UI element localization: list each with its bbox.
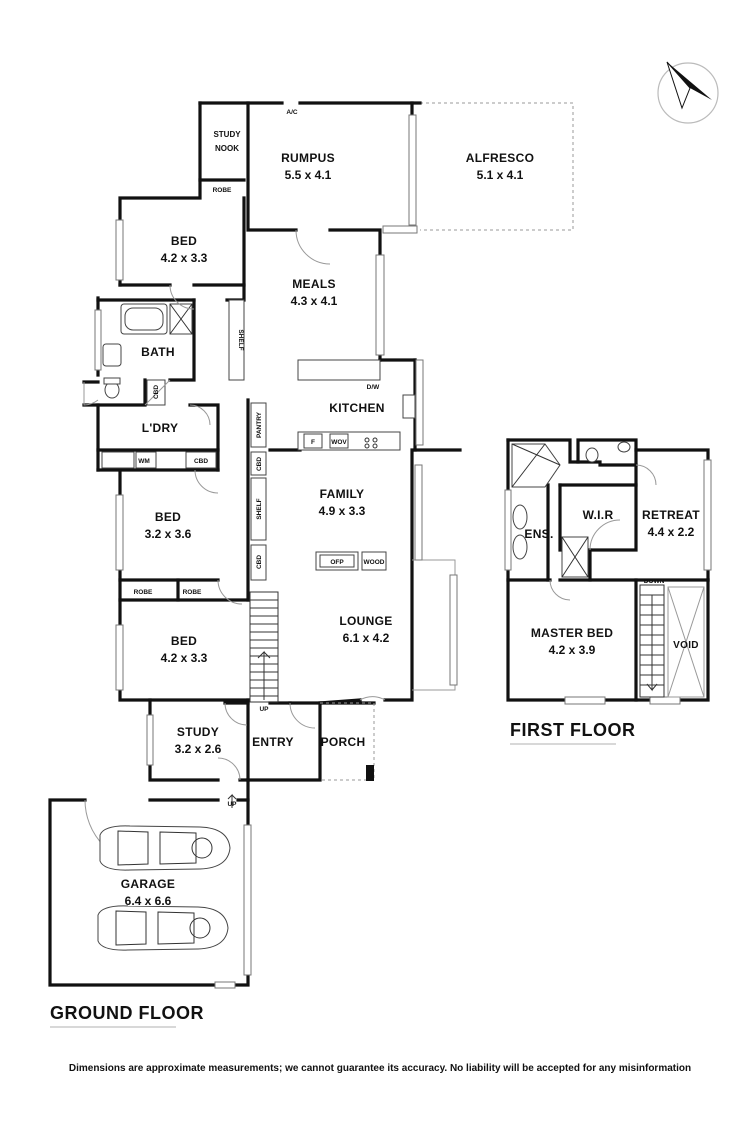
car-icon (97, 905, 229, 951)
room-dims-alfresco: 5.1 x 4.1 (477, 168, 524, 182)
room-name-bed-2: BED (155, 510, 181, 524)
room-name-retreat: RETREAT (642, 508, 700, 522)
fridge-label: F (311, 439, 315, 446)
room-dims-bed-1: 4.2 x 3.3 (161, 251, 208, 265)
room-dims-family: 4.9 x 3.3 (319, 504, 366, 518)
room-name-meals: MEALS (292, 277, 336, 291)
room-dims-bed-3: 4.2 x 3.3 (161, 651, 208, 665)
stairs-up-label: UP (259, 706, 269, 713)
room-name-porch: PORCH (321, 735, 366, 749)
ground-floor-plan: RUMPUS 5.5 x 4.1 ALFRESCO 5.1 x 4.1 BED … (48, 101, 574, 1028)
dw-label: D/W (367, 384, 381, 391)
wm-label: WM (138, 458, 150, 465)
study-nook-label-line1: STUDY (213, 130, 241, 139)
cbd-label: CBD (153, 385, 160, 399)
first-floor-plan: W.I.R RETREAT 4.4 x 2.2 ENS. MASTER BED … (504, 438, 712, 745)
robe-label: ROBE (134, 589, 153, 596)
room-name-void: VOID (673, 640, 699, 651)
first-floor-title: FIRST FLOOR (510, 720, 636, 740)
cbd-label: CBD (256, 457, 263, 471)
shelf-label: SHELF (237, 329, 244, 350)
cbd-label: CBD (256, 555, 263, 569)
room-dims-master-bed: 4.2 x 3.9 (549, 643, 596, 657)
room-name-ensuite: ENS. (524, 527, 553, 541)
pantry-label: PANTRY (256, 411, 263, 438)
room-name-bed-3: BED (171, 634, 197, 648)
compass-icon (657, 61, 719, 124)
room-name-wir: W.I.R (583, 508, 614, 522)
room-dims-meals: 4.3 x 4.1 (291, 294, 338, 308)
room-name-family: FAMILY (320, 487, 365, 501)
room-name-kitchen: KITCHEN (329, 401, 384, 415)
car-icon (99, 825, 231, 871)
room-name-alfresco: ALFRESCO (466, 151, 534, 165)
room-dims-rumpus: 5.5 x 4.1 (285, 168, 332, 182)
room-name-bath: BATH (141, 345, 175, 359)
room-dims-lounge: 6.1 x 4.2 (343, 631, 390, 645)
ac-label: A/C (286, 109, 298, 116)
robe-label: ROBE (183, 589, 202, 596)
room-name-laundry: L'DRY (142, 421, 179, 435)
ofp-label: OFP (330, 559, 344, 566)
wood-label: WOOD (364, 559, 385, 566)
room-name-bed-1: BED (171, 234, 197, 248)
room-name-master-bed: MASTER BED (531, 626, 613, 640)
robe-label: ROBE (213, 187, 232, 194)
study-nook-label-line2: NOOK (215, 144, 239, 153)
cbd-label: CBD (194, 458, 208, 465)
room-name-rumpus: RUMPUS (281, 151, 335, 165)
wov-label: WOV (331, 439, 347, 446)
room-dims-study: 3.2 x 2.6 (175, 742, 222, 756)
ground-floor-title: GROUND FLOOR (50, 1003, 204, 1023)
room-dims-garage: 6.4 x 6.6 (125, 894, 172, 908)
room-name-entry: ENTRY (252, 735, 294, 749)
stairs-down-label: DOWN (644, 578, 665, 585)
room-name-study: STUDY (177, 725, 219, 739)
room-dims-retreat: 4.4 x 2.2 (648, 525, 695, 539)
shelf-label: SHELF (256, 498, 263, 519)
garage-step-up-label: UP (227, 801, 237, 808)
room-name-lounge: LOUNGE (339, 614, 392, 628)
room-name-garage: GARAGE (121, 877, 175, 891)
room-dims-bed-2: 3.2 x 3.6 (145, 527, 192, 541)
disclaimer-text: Dimensions are approximate measurements;… (69, 1063, 691, 1074)
